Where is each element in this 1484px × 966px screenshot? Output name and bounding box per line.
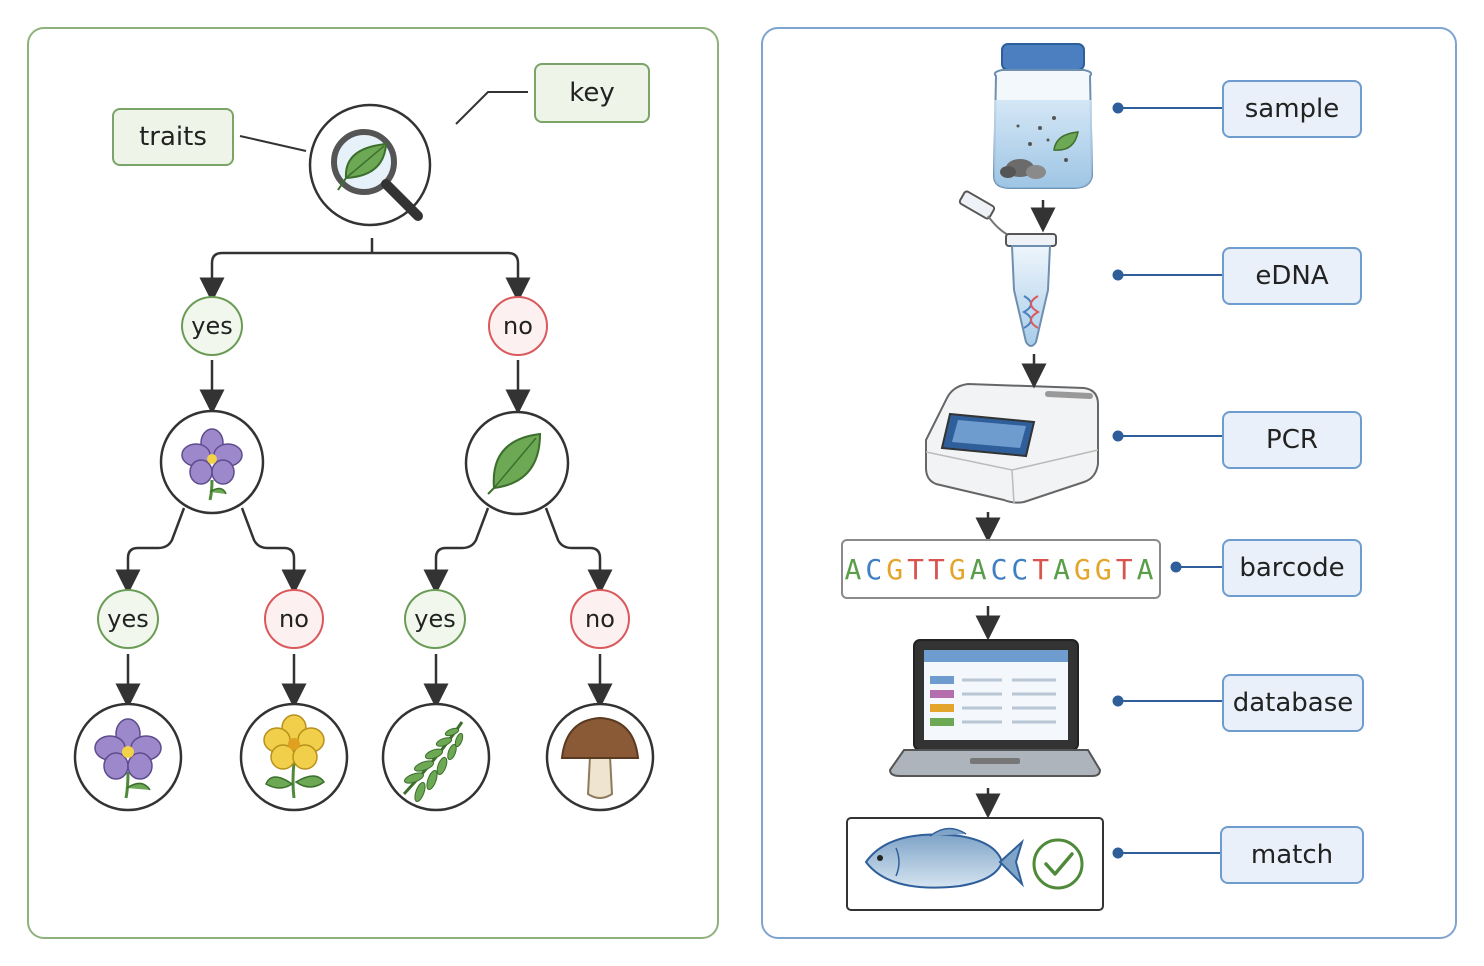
mushroom-icon	[545, 702, 655, 812]
edna-label: eDNA	[1222, 247, 1362, 305]
violet-flower-icon	[159, 409, 265, 515]
violet-flower-result-icon	[73, 702, 183, 812]
barcode-base: A	[844, 552, 866, 586]
decision-no-2b: no	[570, 589, 630, 649]
barcode-base: C	[1011, 552, 1033, 586]
decision-no-1: no	[488, 296, 548, 356]
barcode-base: G	[948, 552, 970, 586]
pcr-machine-icon	[925, 382, 1099, 505]
barcode-base: T	[1115, 552, 1137, 586]
barcode-base: C	[990, 552, 1012, 586]
yellow-flower-icon	[239, 702, 349, 812]
traits-connector	[239, 135, 307, 152]
barcode-base: G	[1094, 552, 1116, 586]
decision-no-2a: no	[264, 589, 324, 649]
barcode-base: C	[865, 552, 887, 586]
barcode-base: G	[886, 552, 908, 586]
sample-label: sample	[1222, 80, 1362, 138]
key-label: key	[534, 63, 650, 123]
branch-left	[115, 507, 307, 709]
pcr-label: PCR	[1222, 411, 1362, 469]
decision-yes-1: yes	[181, 296, 243, 356]
barcode-base: A	[969, 552, 991, 586]
fish-icon	[864, 827, 1024, 889]
pipeline-arrows	[975, 200, 1056, 819]
branch-right	[423, 507, 613, 709]
barcode-base: T	[927, 552, 949, 586]
barcode-base: A	[1136, 552, 1158, 586]
check-circle-icon	[1032, 838, 1084, 890]
barcode-base: T	[1032, 552, 1054, 586]
barcode-label: barcode	[1222, 539, 1362, 597]
leaf-icon	[464, 410, 570, 516]
fern-icon	[381, 702, 491, 812]
traits-label: traits	[112, 108, 234, 166]
test-tube-dna-icon	[958, 190, 1057, 347]
label-connectors	[1112, 102, 1222, 859]
database-label: database	[1222, 674, 1364, 732]
magnifier-leaf-icon	[308, 103, 432, 227]
barcode-base: T	[907, 552, 928, 586]
laptop-database-icon	[888, 639, 1102, 777]
barcode-base: A	[1053, 552, 1074, 586]
right-panel	[761, 27, 1457, 939]
decision-yes-2b: yes	[404, 589, 466, 649]
left-panel	[27, 27, 719, 939]
sample-jar-icon	[992, 43, 1094, 189]
match-label: match	[1220, 826, 1364, 884]
key-connector	[455, 91, 528, 125]
branch-root	[199, 238, 531, 415]
decision-yes-2a: yes	[97, 589, 159, 649]
barcode-base: G	[1074, 552, 1095, 586]
